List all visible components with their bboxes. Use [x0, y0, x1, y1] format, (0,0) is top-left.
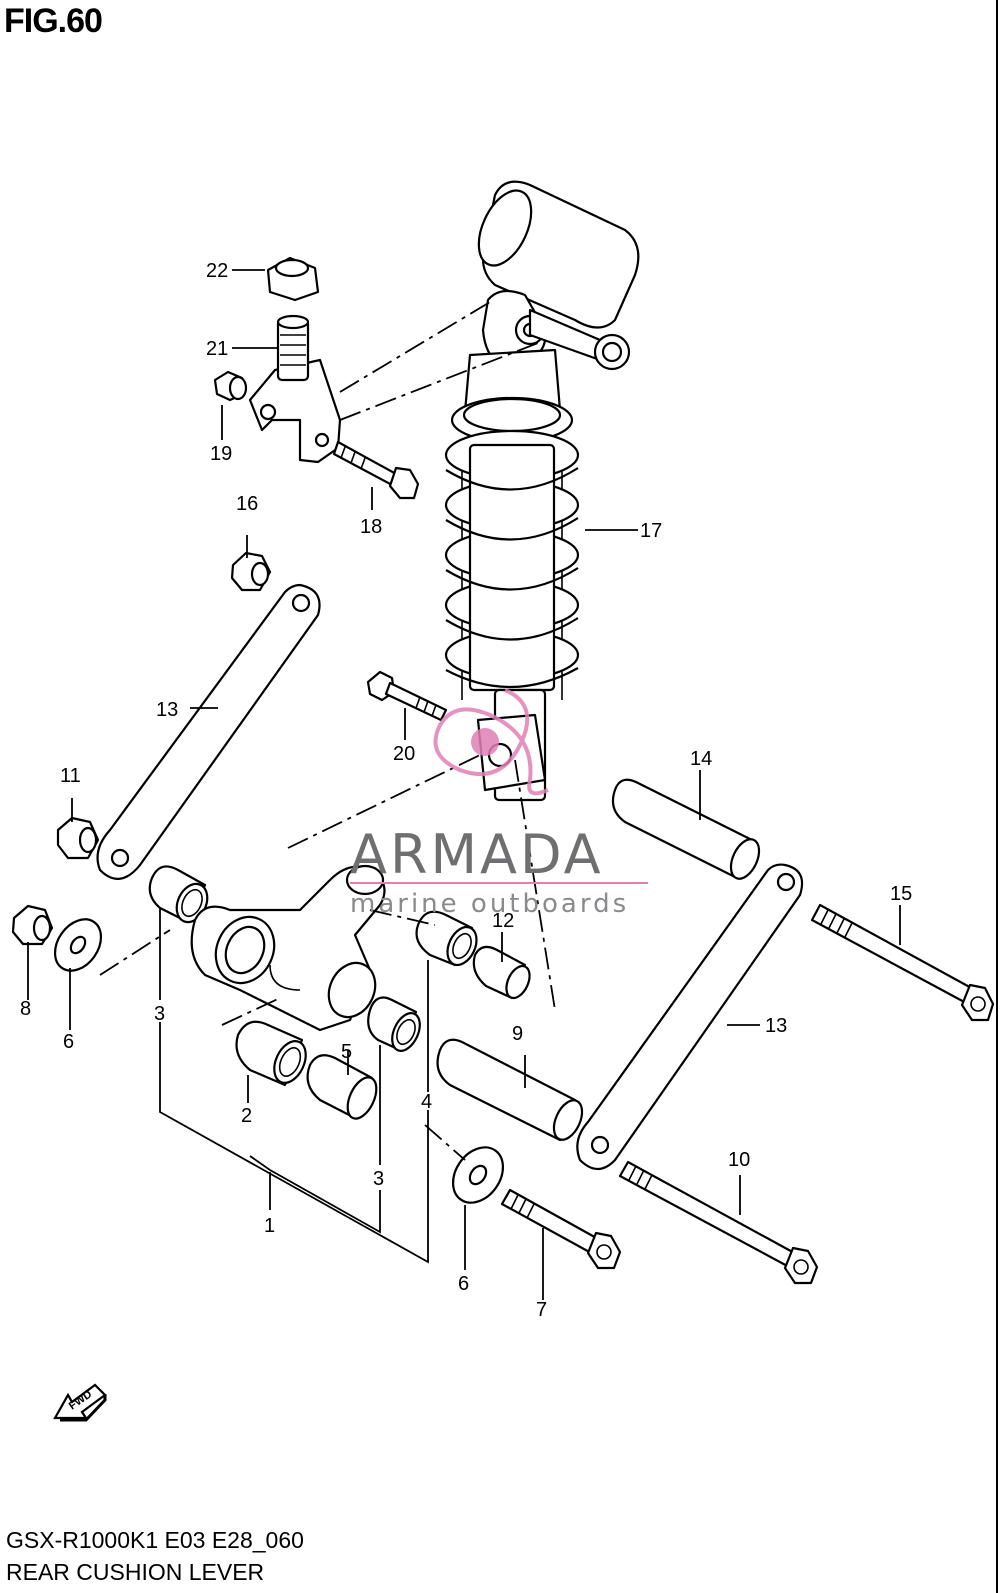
washer-6-right[interactable]: [443, 1138, 513, 1212]
spacer-5[interactable]: [306, 1054, 383, 1123]
callout-15: 15: [890, 883, 912, 905]
washer-6-left[interactable]: [46, 911, 111, 980]
callout-11: 11: [60, 765, 81, 787]
watermark-brand: ARMADA: [350, 823, 604, 886]
callout-1: 1: [264, 1215, 275, 1237]
callout-6-right: 6: [458, 1273, 469, 1295]
callout-14: 14: [690, 748, 712, 770]
spacer-14[interactable]: [611, 778, 765, 883]
callout-21: 21: [206, 338, 228, 360]
callout-18: 18: [360, 516, 382, 538]
leader-lines: [27, 269, 901, 1300]
spacer-12[interactable]: [472, 945, 534, 1002]
figure-title: FIG.60: [4, 2, 103, 40]
upper-mount-bracket[interactable]: [248, 314, 342, 464]
callout-19: 19: [210, 443, 232, 465]
callout-9: 9: [512, 1023, 523, 1045]
callout-5: 5: [341, 1041, 352, 1063]
fwd-arrow-icon: FWD: [53, 1383, 107, 1422]
watermark-tagline: marine outboards: [350, 889, 629, 919]
bolt-18[interactable]: [332, 440, 420, 500]
callout-20: 20: [393, 743, 415, 765]
bearing-4[interactable]: [415, 910, 483, 970]
bolt-10[interactable]: [618, 1160, 819, 1285]
frame-border: [996, 0, 998, 1593]
callout-13-right: 13: [765, 1015, 787, 1037]
callout-16: 16: [236, 493, 258, 515]
nut-11[interactable]: [56, 816, 100, 860]
callout-6-left: 6: [63, 1031, 74, 1053]
cushion-rod-13-left[interactable]: [96, 583, 321, 880]
nut-19[interactable]: [213, 370, 248, 402]
callout-3-lower: 3: [373, 1168, 384, 1190]
cushion-rod-13-right[interactable]: [576, 863, 804, 1171]
callout-22: 22: [206, 260, 228, 282]
bolt-7[interactable]: [500, 1188, 622, 1270]
callout-12: 12: [492, 910, 514, 932]
callout-2: 2: [241, 1105, 252, 1127]
model-code: GSX-R1000K1 E03 E28_060: [6, 1527, 304, 1553]
bolt-15[interactable]: [810, 903, 995, 1022]
flange-nut-22[interactable]: [266, 256, 320, 302]
bolt-20[interactable]: [366, 670, 448, 722]
cushion-lever[interactable]: [190, 864, 386, 1032]
bearing-3-lower[interactable]: [367, 996, 425, 1056]
assembly-lines: [99, 301, 556, 1161]
nut-16[interactable]: [230, 551, 272, 592]
callout-4: 4: [421, 1091, 432, 1113]
figure-caption: REAR CUSHION LEVER: [6, 1559, 265, 1585]
nut-8[interactable]: [11, 904, 54, 946]
callout-17: 17: [640, 520, 662, 542]
bearing-2[interactable]: [235, 1020, 312, 1088]
spacer-9[interactable]: [436, 1038, 588, 1144]
armada-watermark: ARMADA marine outboards: [350, 688, 648, 919]
callout-10: 10: [728, 1149, 750, 1171]
rear-shock-absorber[interactable]: [444, 180, 640, 802]
callout-numbers: 22 21 19 18 16 17 13 20 11 14 15 12 13 9…: [20, 260, 912, 1321]
callout-7: 7: [536, 1299, 547, 1321]
callout-3-upper: 3: [154, 1003, 165, 1025]
callout-8: 8: [20, 998, 31, 1020]
watermark-logo-icon: [433, 688, 549, 796]
callout-13-left: 13: [156, 699, 178, 721]
